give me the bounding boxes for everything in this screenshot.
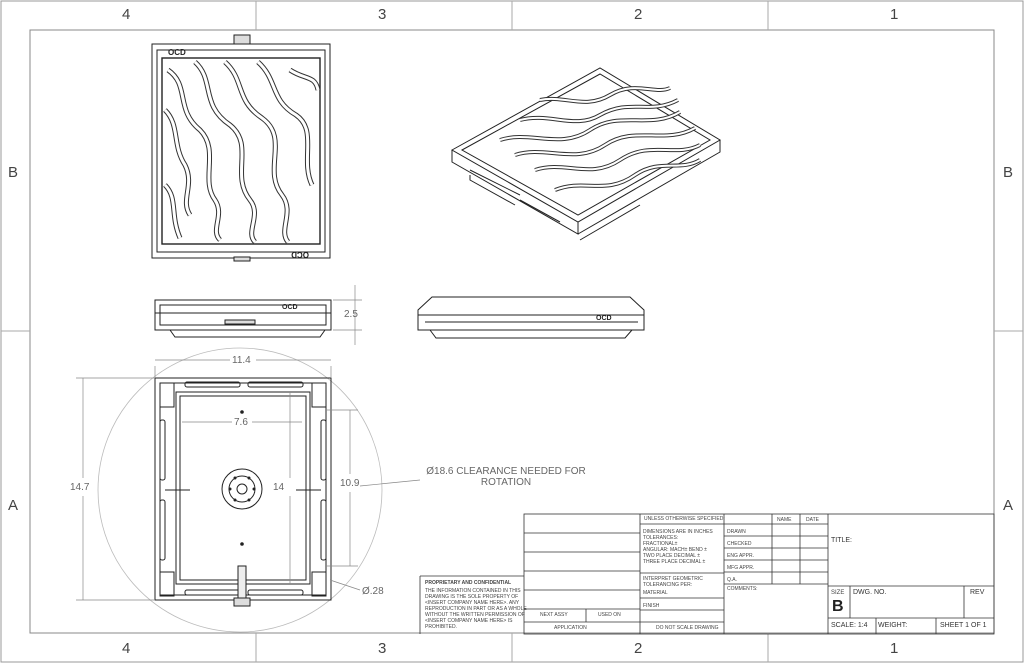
- height-dimension: [333, 285, 362, 345]
- tb-tolerances: TOLERANCES:: [643, 535, 679, 541]
- tb-eng-appr: ENG APPR.: [727, 553, 754, 559]
- front-view: [154, 299, 332, 338]
- bottom-view: [154, 377, 332, 607]
- prop-line: THE INFORMATION CONTAINED IN THIS: [425, 588, 521, 594]
- brand-logo-top: OCD: [168, 48, 186, 57]
- tb-two-place: TWO PLACE DECIMAL ±: [643, 553, 701, 559]
- prop-line: PROHIBITED.: [425, 624, 457, 630]
- tb-dwg-no: DWG. NO.: [853, 589, 887, 596]
- tb-rev: REV: [970, 589, 985, 596]
- tb-size: B: [832, 598, 844, 615]
- prop-line: <INSERT COMPANY NAME HERE> IS: [425, 618, 513, 624]
- dim-rail-height: 10.9: [340, 478, 360, 489]
- tb-angular: ANGULAR: MACH± BEND ±: [643, 547, 707, 553]
- bottom-dimension-lines: [76, 359, 421, 601]
- tb-do-not-scale: DO NOT SCALE DRAWING: [656, 625, 719, 631]
- zone-bottom-1: 1: [890, 640, 899, 657]
- tb-weight: WEIGHT:: [878, 622, 908, 629]
- tb-date: DATE: [806, 517, 819, 523]
- prop-line: REPRODUCTION IN PART OR AS A WHOLE: [425, 606, 527, 612]
- tb-material: MATERIAL: [643, 590, 668, 596]
- tb-proprietary: PROPRIETARY AND CONFIDENTIAL: [425, 580, 512, 586]
- zone-bottom-3: 3: [378, 640, 387, 657]
- brand-logo-side: OCD: [596, 315, 612, 322]
- clearance-note: Ø18.6 CLEARANCE NEEDED FOR ROTATION: [426, 466, 586, 488]
- tb-interpret: INTERPRET GEOMETRIC TOLERANCING PER:: [643, 576, 703, 588]
- zone-right-B: B: [1003, 164, 1014, 181]
- bottom-view-holes: [228, 410, 256, 546]
- tb-three-place: THREE PLACE DECIMAL ±: [643, 559, 706, 565]
- tb-name: NAME: [777, 517, 792, 523]
- dim-inner-width: 7.6: [234, 417, 248, 428]
- tb-scale: SCALE: 1:4: [831, 622, 868, 629]
- tb-used-on: USED ON: [598, 612, 621, 618]
- dim-width: 11.4: [232, 355, 251, 366]
- tb-size-label: SIZE: [831, 590, 845, 596]
- tb-unless: UNLESS OTHERWISE SPECIFIED:: [644, 516, 725, 522]
- tb-proprietary-text: THE INFORMATION CONTAINED IN THIS DRAWIN…: [425, 588, 527, 630]
- tb-dims: DIMENSIONS ARE IN INCHES: [643, 529, 713, 535]
- prop-line: WITHOUT THE WRITTEN PERMISSION OF: [425, 612, 525, 618]
- tb-qa: Q.A.: [727, 577, 738, 583]
- dim-side-height: 2.5: [344, 309, 358, 320]
- zone-bottom-4: 4: [122, 640, 131, 657]
- tb-checked: CHECKED: [727, 541, 752, 547]
- zone-top-2: 2: [634, 6, 643, 23]
- zone-bottom-2: 2: [634, 640, 643, 657]
- zone-right-A: A: [1003, 497, 1014, 514]
- zone-left-A: A: [8, 497, 19, 514]
- side-view: [417, 296, 645, 339]
- tb-comments: COMMENTS:: [727, 586, 758, 592]
- isometric-view: [450, 67, 721, 241]
- tb-sheet: SHEET 1 OF 1: [940, 622, 987, 629]
- prop-line: <INSERT COMPANY NAME HERE>. ANY: [425, 600, 520, 606]
- prop-line: DRAWING IS THE SOLE PROPERTY OF: [425, 594, 519, 600]
- title-block-grid: [419, 513, 995, 635]
- tb-application: APPLICATION: [554, 625, 587, 631]
- tb-fractional: FRACTIONAL±: [643, 541, 678, 547]
- tb-finish: FINISH: [643, 603, 660, 609]
- zone-top-1: 1: [890, 6, 899, 23]
- tb-title: TITLE:: [831, 537, 853, 544]
- tb-drawn: DRAWN: [727, 529, 746, 535]
- zone-top-4: 4: [122, 6, 131, 23]
- dim-height: 14.7: [70, 482, 90, 493]
- top-view: [151, 34, 331, 262]
- tb-mfg-appr: MFG APPR.: [727, 565, 755, 571]
- zone-left-B: B: [8, 164, 19, 181]
- brand-logo-front: OCD: [282, 304, 298, 311]
- zone-top-3: 3: [378, 6, 387, 23]
- brand-logo-bottom: OCD: [291, 250, 309, 259]
- rotation-clearance-circle: [97, 347, 383, 633]
- tb-next-assy: NEXT ASSY: [540, 612, 568, 618]
- dim-inner-height: 14: [273, 482, 285, 493]
- clearance-text: Ø18.6 CLEARANCE NEEDED FOR ROTATION: [426, 466, 586, 488]
- dim-hole: Ø.28: [362, 586, 384, 597]
